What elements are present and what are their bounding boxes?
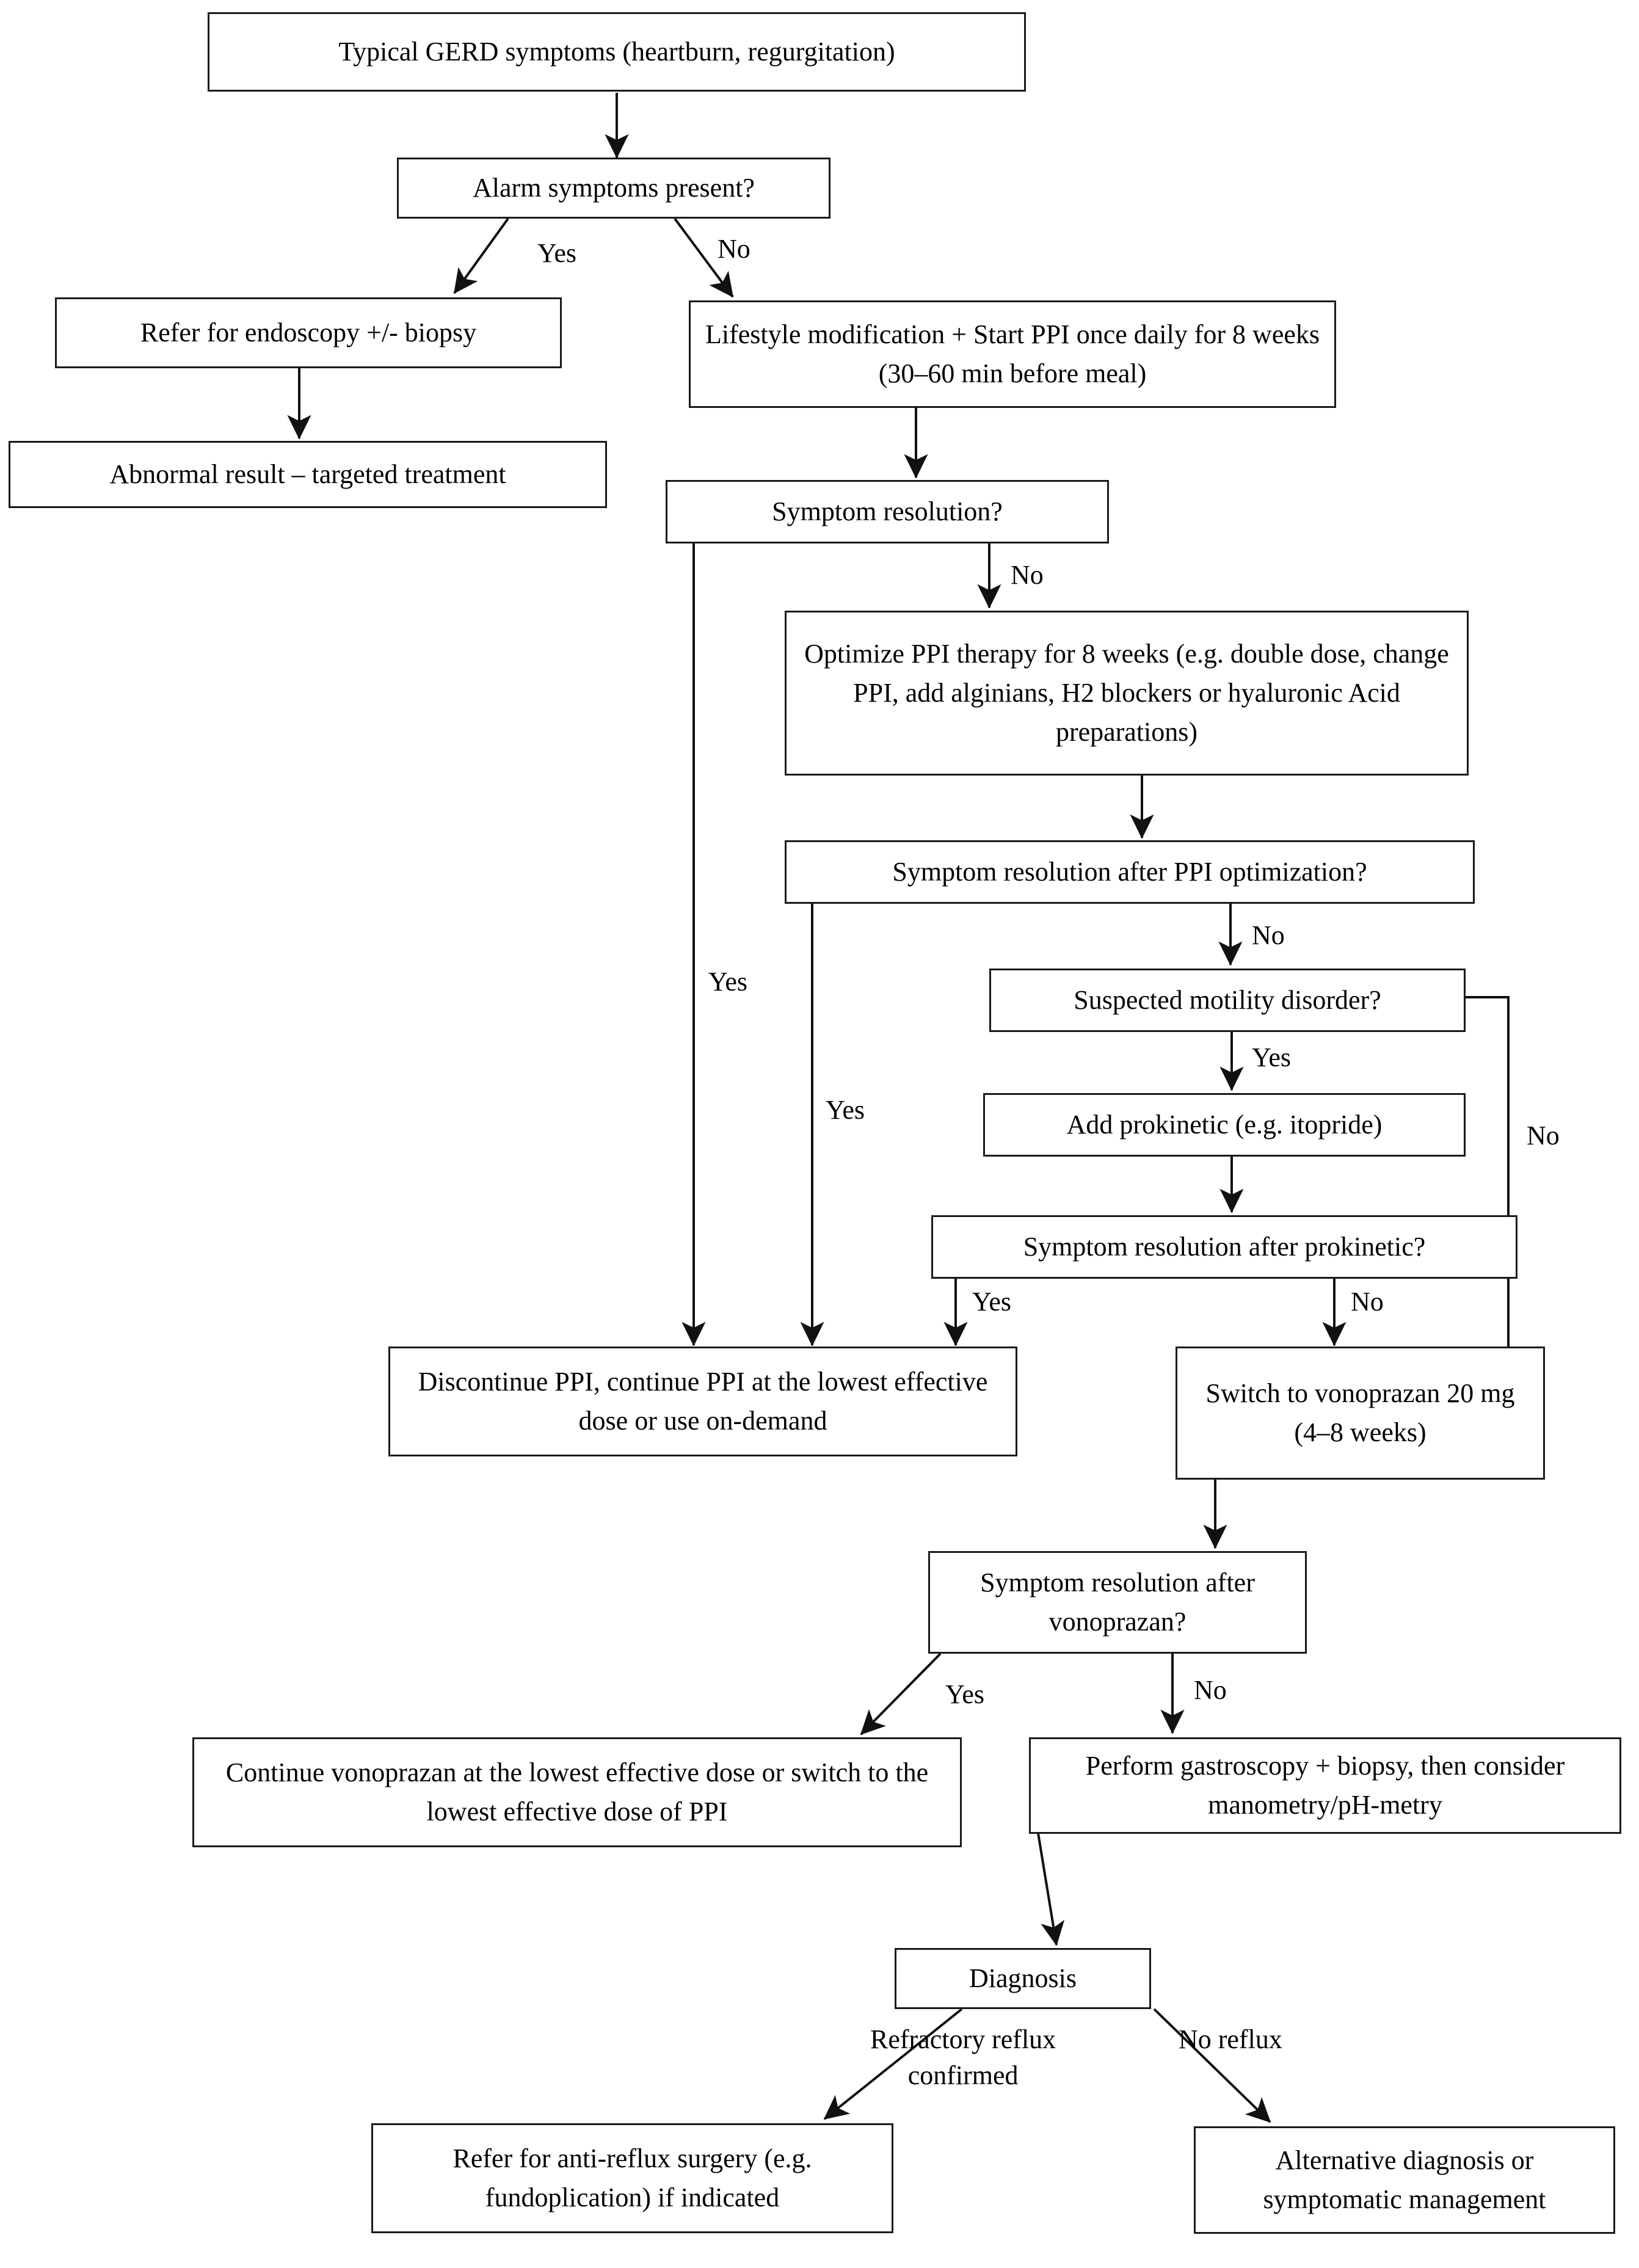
node-lifestyle-ppi-label: Lifestyle modification + Start PPI once …	[705, 319, 1320, 388]
edge-label-resolution-no: No	[1011, 560, 1044, 590]
node-resolution-after-prokinetic-label: Symptom resolution after prokinetic?	[1023, 1232, 1426, 1262]
node-alternative-diagnosis[interactable]: Alternative diagnosis or symptomatic man…	[1194, 2126, 1615, 2234]
node-typical-gerd[interactable]: Typical GERD symptoms (heartburn, regurg…	[208, 12, 1026, 92]
node-symptom-resolution[interactable]: Symptom resolution?	[666, 480, 1109, 543]
edge-label-prokinetic-no: No	[1351, 1287, 1384, 1317]
node-abnormal-result-label: Abnormal result – targeted treatment	[109, 459, 506, 490]
node-resolution-after-vonoprazan-label: Symptom resolution after vonoprazan?	[980, 1568, 1255, 1637]
edge-label-afterppi-yes: Yes	[826, 1095, 865, 1125]
node-diagnosis-label: Diagnosis	[969, 1963, 1077, 1994]
node-typical-gerd-label: Typical GERD symptoms (heartburn, regurg…	[338, 37, 895, 67]
node-optimize-ppi-label: Optimize PPI therapy for 8 weeks (e.g. d…	[804, 639, 1449, 747]
node-alarm-symptoms-label: Alarm symptoms present?	[473, 173, 755, 203]
edge-label-alarm-yes: Yes	[537, 238, 577, 268]
node-continue-vonoprazan[interactable]: Continue vonoprazan at the lowest effect…	[192, 1737, 962, 1847]
node-abnormal-result[interactable]: Abnormal result – targeted treatment	[9, 441, 607, 508]
node-refer-endoscopy[interactable]: Refer for endoscopy +/- biopsy	[55, 297, 562, 368]
node-add-prokinetic-label: Add prokinetic (e.g. itopride)	[1066, 1110, 1383, 1140]
node-motility-disorder-label: Suspected motility disorder?	[1074, 985, 1381, 1016]
node-discontinue-ppi-label: Discontinue PPI, continue PPI at the low…	[418, 1367, 988, 1436]
edge-label-motility-no: No	[1527, 1121, 1560, 1150]
node-add-prokinetic[interactable]: Add prokinetic (e.g. itopride)	[983, 1093, 1466, 1157]
node-perform-gastroscopy[interactable]: Perform gastroscopy + biopsy, then consi…	[1029, 1737, 1621, 1834]
edge-label-alarm-no: No	[718, 234, 750, 264]
edge-gastro-to-diagnosis	[1037, 1833, 1065, 1946]
node-optimize-ppi[interactable]: Optimize PPI therapy for 8 weeks (e.g. d…	[785, 611, 1469, 776]
edge-diagnosis-to-surgery	[823, 2008, 963, 2120]
edge-label-afterppi-no: No	[1252, 920, 1285, 950]
node-motility-disorder[interactable]: Suspected motility disorder?	[989, 969, 1466, 1032]
node-switch-vonoprazan-label: Switch to vonoprazan 20 mg (4–8 weeks)	[1205, 1378, 1515, 1447]
edge-alarm-to-lifestyle	[674, 217, 734, 298]
edge-alarm-to-endoscopy	[453, 217, 509, 294]
node-switch-vonoprazan[interactable]: Switch to vonoprazan 20 mg (4–8 weeks)	[1176, 1347, 1545, 1480]
node-antireflux-surgery[interactable]: Refer for anti-reflux surgery (e.g. fund…	[371, 2123, 893, 2233]
node-alarm-symptoms[interactable]: Alarm symptoms present?	[397, 158, 830, 219]
edge-motility-no-to-vonoprazan	[1391, 996, 1510, 1406]
node-perform-gastroscopy-label: Perform gastroscopy + biopsy, then consi…	[1085, 1751, 1565, 1820]
node-resolution-after-ppi[interactable]: Symptom resolution after PPI optimizatio…	[785, 840, 1475, 904]
edge-label-resolution-yes: Yes	[708, 967, 748, 997]
node-resolution-after-vonoprazan[interactable]: Symptom resolution after vonoprazan?	[928, 1551, 1307, 1654]
edge-label-prokinetic-yes: Yes	[972, 1287, 1012, 1317]
node-resolution-after-ppi-label: Symptom resolution after PPI optimizatio…	[892, 857, 1367, 887]
node-continue-vonoprazan-label: Continue vonoprazan at the lowest effect…	[225, 1757, 929, 1826]
edge-label-motility-yes: Yes	[1252, 1042, 1292, 1072]
edge-label-vonoprazan-no: No	[1194, 1675, 1227, 1705]
edge-label-diagnosis-noreflux: No reflux	[1179, 2024, 1282, 2054]
node-antireflux-surgery-label: Refer for anti-reflux surgery (e.g. fund…	[452, 2143, 812, 2212]
node-symptom-resolution-label: Symptom resolution?	[772, 496, 1003, 527]
node-refer-endoscopy-label: Refer for endoscopy +/- biopsy	[140, 318, 477, 348]
node-resolution-after-prokinetic[interactable]: Symptom resolution after prokinetic?	[931, 1215, 1517, 1279]
edge-label-diagnosis-refractory: Refractory reflux confirmed	[870, 2024, 1056, 2091]
edge-diagnosis-to-alternative	[1153, 2008, 1271, 2123]
node-lifestyle-ppi[interactable]: Lifestyle modification + Start PPI once …	[689, 300, 1336, 408]
node-discontinue-ppi[interactable]: Discontinue PPI, continue PPI at the low…	[388, 1347, 1017, 1456]
edge-label-vonoprazan-yes: Yes	[945, 1679, 985, 1709]
node-diagnosis[interactable]: Diagnosis	[895, 1948, 1151, 2009]
node-alternative-diagnosis-label: Alternative diagnosis or symptomatic man…	[1263, 2145, 1546, 2214]
edge-afterv-yes-to-continue	[860, 1652, 942, 1736]
